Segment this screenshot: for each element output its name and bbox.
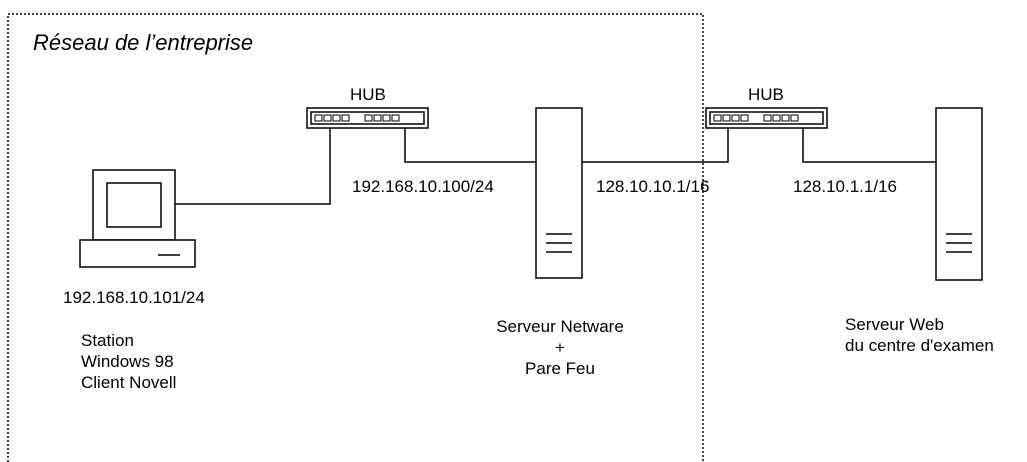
hub-right-label: HUB xyxy=(748,85,784,104)
link-station-hub xyxy=(175,128,331,205)
link-netware-hub2 xyxy=(582,128,729,163)
web-server-line-2: du centre d'examen xyxy=(845,336,994,355)
web-server-icon xyxy=(935,107,983,281)
network-title: Réseau de l’entreprise xyxy=(33,30,254,55)
hub-right-icon xyxy=(705,107,828,129)
netware-line-3: Pare Feu xyxy=(525,359,595,378)
ip-netware-external: 128.10.10.1/16 xyxy=(596,177,710,196)
ip-web-server: 128.10.1.1/16 xyxy=(793,177,897,196)
ip-station: 192.168.10.101/24 xyxy=(63,288,205,307)
station-line-1: Station xyxy=(81,331,134,350)
station-computer-icon xyxy=(79,169,196,268)
hub-left-icon xyxy=(306,107,429,129)
enterprise-boundary xyxy=(7,13,704,462)
web-server-line-1: Serveur Web xyxy=(845,315,944,334)
link-hub-netware xyxy=(404,128,536,163)
station-line-2: Windows 98 xyxy=(81,352,174,371)
netware-server-icon xyxy=(535,107,583,279)
ip-netware-internal: 192.168.10.100/24 xyxy=(352,177,494,196)
netware-line-2: + xyxy=(555,338,565,357)
hub-left-label: HUB xyxy=(350,85,386,104)
link-hub2-webserver xyxy=(802,128,936,163)
netware-line-1: Serveur Netware xyxy=(496,317,624,336)
station-line-3: Client Novell xyxy=(81,373,177,392)
